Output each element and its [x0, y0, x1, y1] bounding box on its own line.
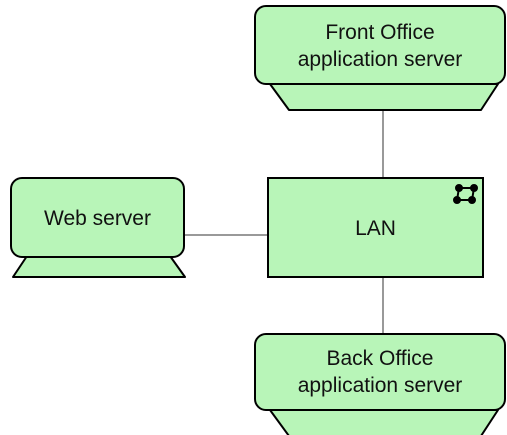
network-icon — [453, 184, 478, 204]
device-screen — [254, 333, 506, 411]
lan-label: LAN — [355, 216, 396, 240]
back-office-label: Back Office application server — [297, 347, 463, 397]
node-lan[interactable] — [267, 177, 484, 278]
network-box — [267, 177, 484, 278]
node-back-office-server[interactable] — [254, 333, 506, 435]
device-screen — [10, 177, 185, 258]
node-web-server[interactable] — [10, 177, 186, 278]
web-server-label: Web server — [44, 206, 151, 230]
device-screen — [254, 5, 506, 85]
device-base — [269, 409, 499, 435]
device-base — [269, 83, 499, 111]
device-base — [12, 255, 186, 278]
front-office-label: Front Office application server — [297, 21, 463, 71]
node-front-office-server[interactable] — [254, 5, 506, 111]
